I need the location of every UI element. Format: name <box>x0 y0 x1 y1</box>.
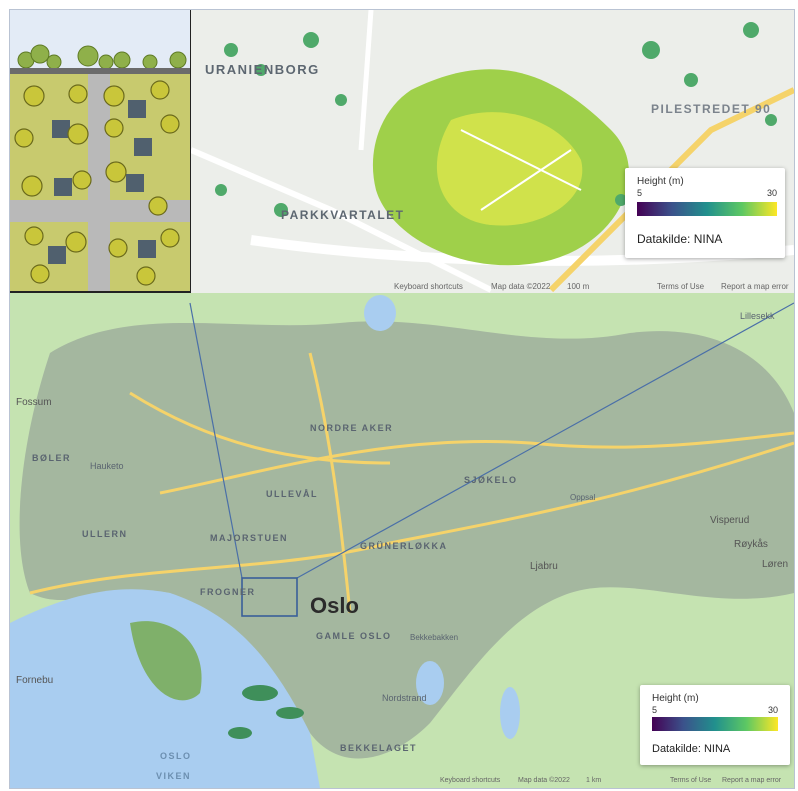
suburb-illustration <box>10 10 190 291</box>
city-legend: Height (m) 5 30 Datakilde: NINA <box>640 685 790 765</box>
inset-legend-max: 30 <box>766 188 777 198</box>
inset-map[interactable]: URANIENBORG PILESTREDET 90 PARKKVARTALET… <box>191 10 794 293</box>
city-legend-colorbar <box>652 717 778 731</box>
inset-legend-colorbar <box>637 202 777 216</box>
city-terms[interactable]: Terms of Use <box>670 777 712 784</box>
inset-legend-source: Datakilde: NINA <box>637 232 723 246</box>
place-fornebu: Fornebu <box>16 675 54 686</box>
place-sjokelo: SJØKELO <box>464 475 518 485</box>
place-nordstrand: Nordstrand <box>382 693 427 703</box>
place-ulleval: ULLEVÅL <box>266 489 318 499</box>
city-legend-min: 5 <box>652 705 658 715</box>
place-grunerlokka: GRÜNERLØKKA <box>360 541 448 551</box>
city-map[interactable]: Oslo Fossum BØLER Hauketo NORDRE AKER UL… <box>10 293 794 788</box>
inset-legend-min: 5 <box>637 188 643 198</box>
place-ljabru: Ljabru <box>530 561 558 572</box>
place-hauketo: Hauketo <box>90 461 124 471</box>
place-lillesekk: Lillesekk <box>740 311 775 321</box>
district-pilestredet: PILESTREDET 90 <box>651 102 772 116</box>
inset-legend: Height (m) 5 30 Datakilde: NINA <box>625 168 785 258</box>
city-keyboard-shortcuts[interactable]: Keyboard shortcuts <box>440 777 501 784</box>
city-report-error[interactable]: Report a map error <box>722 777 782 784</box>
city-legend-source: Datakilde: NINA <box>652 743 731 755</box>
inset-map-data: Map data ©2022 <box>491 282 551 291</box>
place-bekkelaget: BEKKELAGET <box>340 743 418 753</box>
place-visperud: Visperud <box>710 515 750 526</box>
city-legend-max: 30 <box>767 705 778 715</box>
place-roykas: Røykås <box>734 539 768 550</box>
place-fossum: Fossum <box>16 397 52 408</box>
map-figure: URANIENBORG PILESTREDET 90 PARKKVARTALET… <box>9 9 795 789</box>
city-map-data: Map data ©2022 <box>518 777 570 784</box>
district-parkkvartalet: PARKKVARTALET <box>281 208 405 222</box>
district-uranienborg: URANIENBORG <box>205 62 320 77</box>
inset-legend-title: Height (m) <box>637 176 684 187</box>
place-nordre-aker: NORDRE AKER <box>310 423 394 433</box>
city-legend-title: Height (m) <box>652 693 699 704</box>
inset-scale: 100 m <box>567 282 590 291</box>
place-viken: VIKEN <box>156 771 192 781</box>
place-oppsal: Oppsal <box>570 493 596 502</box>
place-frogner: FROGNER <box>200 587 256 597</box>
place-majorstuen: MAJORSTUEN <box>210 533 289 543</box>
inset-keyboard-shortcuts[interactable]: Keyboard shortcuts <box>394 282 463 291</box>
place-loren: Løren <box>762 559 789 570</box>
tree-illustration <box>10 10 192 293</box>
inset-report-error[interactable]: Report a map error <box>721 282 789 291</box>
place-bekkebakken: Bekkebakken <box>410 633 459 642</box>
place-ullern: ULLERN <box>82 529 128 539</box>
place-oslo-fjord: OSLO <box>160 751 192 761</box>
inset-terms[interactable]: Terms of Use <box>657 282 705 291</box>
place-boler: BØLER <box>32 453 71 463</box>
city-label: Oslo <box>310 593 359 618</box>
place-gamle-oslo: GAMLE OSLO <box>316 631 392 641</box>
city-scale: 1 km <box>586 777 602 784</box>
